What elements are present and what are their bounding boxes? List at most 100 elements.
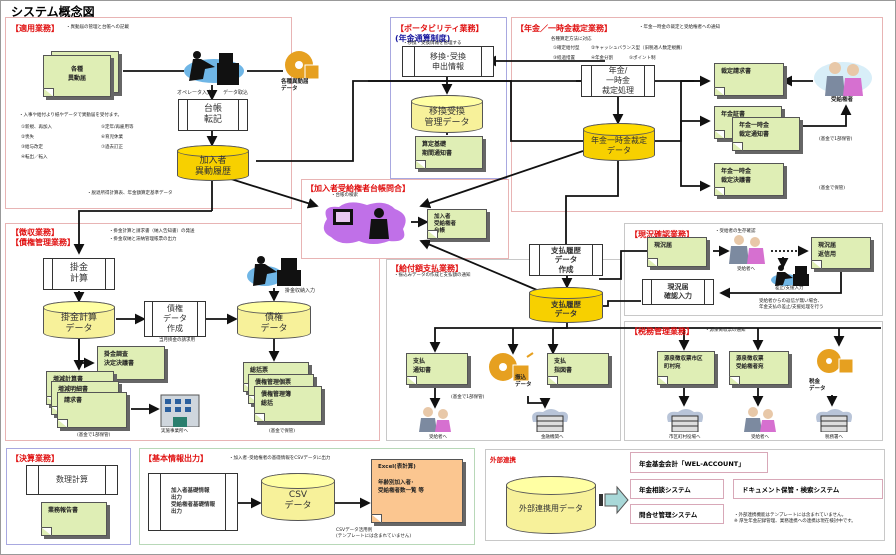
doc-tax-slip-city: 源泉徴収票市区 町村宛	[657, 351, 715, 385]
section-label-tax: 【税務管理業務】	[630, 327, 694, 336]
proc-portability-request: 移換･受換 申出情報	[402, 46, 494, 77]
recipients-icon	[419, 407, 451, 432]
tax-office-icon	[816, 409, 852, 432]
section-label-basic-output: 【基本情報出力】	[144, 454, 208, 463]
tax-to-tax-office: 税務署へ	[825, 435, 843, 440]
collection-note-2: ・掛金収納と滞納管理帳票の出力	[109, 237, 177, 242]
doc-base-period-notice-label: 算定基礎 期間通知書	[422, 141, 453, 157]
payment-fund-keep: (基金で1部保管)	[451, 395, 485, 400]
db-member-history: 加入者 異動履歴	[177, 145, 249, 181]
status-to-recipient: 受給者へ	[737, 267, 755, 272]
db-portability-data-label: 移換受換 管理データ	[424, 107, 470, 128]
proc-ledger-transfer: 台帳 転記	[178, 99, 248, 131]
system-document-management: ドキュメント保管・検索システム	[733, 479, 883, 499]
doc-claim-ledger-summary-label: 債権管理簿 総括	[261, 391, 292, 407]
doc-excel-output: Excel(表計算) 年齢別加入者･ 受給権者数一覧 等	[371, 459, 463, 523]
doc-member-ledger-label: 加入者 受給権者 台帳	[434, 214, 457, 235]
db-csv-data: CSV データ	[261, 473, 335, 521]
section-label-claim-management: 【債権管理業務】	[11, 238, 75, 247]
payment-note: ・振込みデータの作成と支払額の通知	[394, 273, 471, 278]
tekiyou-item-4: ④転出／転入	[21, 155, 48, 160]
section-label-external: 外部連携	[490, 456, 516, 464]
db-external-data-label: 外部連携用データ	[519, 504, 583, 514]
doc-status-form-label: 現況届	[654, 242, 673, 249]
db-payment-history: 支払履歴 データ	[529, 287, 603, 323]
stop-input-operator-icon	[771, 265, 809, 286]
doc-pension-notice: 年金一時金 裁定通知書	[732, 117, 800, 151]
tekiyou-item-3: ③給与改定	[21, 145, 44, 150]
doc-tax-slip-recipient-label: 源泉徴収票 受給権者宛	[736, 356, 764, 370]
proc-payment-history: 支払履歴 データ 作成	[529, 244, 603, 276]
nenkin-note: ・年金一時金の裁定と受給権者への通知	[639, 25, 720, 30]
nenkin-method-4: ④年金分割	[591, 56, 614, 61]
db-csv-data-label: CSV データ	[284, 490, 312, 511]
section-label-portability: 【ポータビリティ業務】	[396, 24, 484, 33]
payment-to-bank: 金融機関へ	[541, 435, 564, 440]
tekiyou-bottom-note: ・脱退所得計算表、年金額算定基準データ	[87, 191, 173, 196]
section-label-settlement: 【決算業務】	[11, 454, 59, 463]
proc-actuarial-calc: 数理計算	[26, 465, 118, 495]
section-label-tekiyou: 【適用業務】	[11, 24, 59, 33]
doc-payment-notice-label: 支払 通知書	[413, 358, 432, 374]
collection-note-1: ・掛金計算と請求書（納入告知書）の発送	[109, 229, 195, 234]
db-contribution-calc: 掛金計算 データ	[43, 301, 115, 339]
nenkin-method-note: 各種算定方法に対応	[551, 37, 592, 42]
data-import-label: データ取込	[223, 90, 249, 96]
proc-actuarial-calc-label: 数理計算	[56, 475, 88, 484]
db-contribution-calc-label: 掛金計算 データ	[60, 313, 97, 334]
tax-data-disk-icon	[817, 349, 854, 374]
media-label: 各種異動届 データ	[281, 79, 309, 93]
doc-idou-todoke-front-label: 各種 異動届	[67, 66, 86, 82]
proc-pension-decision-label: 年金/ 一時金 裁定処理	[602, 66, 634, 95]
doc-contribution-decision-label: 掛金調査 決定決議書	[104, 351, 135, 367]
doc-tax-slip-city-label: 源泉徴収票市区 町村宛	[664, 356, 703, 370]
inquiry-note: ・台帳の検索	[331, 193, 358, 198]
doc-claim-ledger-summary: 債権管理簿 総括	[254, 386, 322, 422]
doc-bill-label: 請求書	[64, 397, 83, 404]
doc-payment-order-label: 支払 指図書	[554, 358, 573, 374]
section-label-status: 【現況確認業務】	[630, 230, 694, 239]
operator-input-label: オペレータ入力	[177, 90, 213, 96]
proc-ledger-transfer-label: 台帳 転記	[203, 103, 222, 125]
doc-summary-label: 総括票	[250, 367, 269, 374]
transfer-data-label: 振込 データ	[515, 375, 532, 389]
doc-member-ledger: 加入者 受給権者 台帳	[427, 209, 487, 239]
doc-decision-claim: 裁定請求書	[714, 63, 784, 96]
db-external-data: 外部連携用データ	[506, 476, 596, 534]
system-pension-consultation: 年金相談システム	[630, 479, 724, 499]
system-pension-consultation-label: 年金相談システム	[639, 486, 691, 494]
portability-note: ・移換・受換情報を管理する	[403, 41, 462, 46]
office-building-icon	[160, 394, 200, 427]
nenkin-fund-keep-1: (基金で1部保管)	[819, 137, 853, 142]
claim-data-note: 当月掛金の請求用	[159, 338, 195, 343]
nenkin-fund-keep-2: (基金で保管)	[819, 186, 846, 191]
recipient-label: 受給権者	[831, 97, 854, 103]
disk-media-icon	[285, 51, 320, 80]
db-claim-data-label: 債権 データ	[260, 313, 288, 334]
proc-basic-info-output-label: 加入者基礎情報 出力 受給権者基礎情報 出力	[171, 488, 216, 515]
proc-status-confirm-label: 現況届 確認入力	[664, 283, 692, 300]
tekiyou-item-6: ⑥育児休業	[101, 135, 124, 140]
proc-status-confirm: 現況届 確認入力	[642, 279, 714, 305]
payment-to-recipient: 受給者へ	[429, 435, 447, 440]
doc-business-report: 業務報告書	[41, 502, 107, 536]
collection-fund-keep-2: (基金で保管)	[269, 429, 296, 434]
doc-business-report-label: 業務報告書	[48, 507, 79, 514]
section-label-inquiry: 【加入者受給権者台帳問合】	[306, 184, 410, 193]
doc-pension-cert-label: 年金証書	[721, 111, 746, 118]
inquiry-operator-icon	[323, 202, 406, 244]
doc-payment-order: 支払 指図書	[547, 353, 609, 385]
portability-sublabel: (年金通算制度)	[395, 34, 451, 43]
system-wel-account: 年金基金会計「WEL-ACCOUNT」	[630, 452, 768, 473]
basic-output-note: ・加入者･受給権者の基礎情報をCSVデータに出力	[229, 456, 331, 461]
proc-portability-request-label: 移換･受換 申出情報	[430, 51, 466, 71]
doc-bill: 請求書	[57, 392, 127, 428]
doc-status-reply: 現況届 返信用	[811, 237, 871, 269]
system-wel-account-label: 年金基金会計「WEL-ACCOUNT」	[639, 459, 745, 468]
proc-claim-data-label: 債権 データ 作成	[163, 304, 187, 333]
db-payment-history-label: 支払履歴 データ	[551, 300, 581, 318]
tax-to-recipient: 受給者へ	[751, 435, 769, 440]
status-note: ・受給者の生存確認	[715, 229, 756, 234]
status-recipients-icon	[729, 235, 765, 264]
